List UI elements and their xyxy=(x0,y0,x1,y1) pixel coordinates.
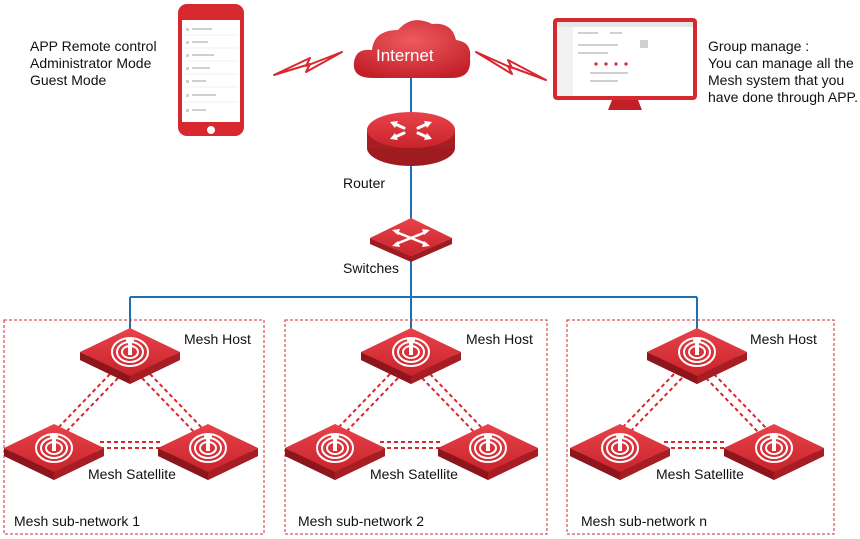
internet-cloud-icon xyxy=(353,20,471,78)
internet-label: Internet xyxy=(376,46,434,65)
mesh-host-label-n: Mesh Host xyxy=(750,331,817,347)
subnetwork-name-2: Mesh sub-network 2 xyxy=(298,513,425,529)
mesh-satellite-label-1: Mesh Satellite xyxy=(88,466,176,482)
router-label: Router xyxy=(343,175,386,191)
smartphone-icon xyxy=(178,4,244,136)
group-manage-text: Group manage : You can manage all the Me… xyxy=(708,38,858,106)
subnetwork-box-n xyxy=(566,319,835,535)
subnetwork-box-1 xyxy=(3,319,265,535)
mesh-host-n-icon xyxy=(646,327,748,385)
app-text: APP Remote control Administrator Mode Gu… xyxy=(30,38,157,89)
subnetwork-box-2 xyxy=(284,319,548,535)
switches-label: Switches xyxy=(343,260,400,276)
group-text-line-1: Group manage : xyxy=(708,38,810,54)
mesh-host-label-1: Mesh Host xyxy=(184,331,251,347)
subnetwork-name-n: Mesh sub-network n xyxy=(581,513,708,529)
router-icon xyxy=(367,112,455,166)
switch-icon xyxy=(370,218,452,262)
mesh-satellite-na-icon xyxy=(569,423,671,481)
wireless-bolt-right-icon xyxy=(475,51,547,81)
mesh-host-1-icon xyxy=(79,327,181,385)
mesh-satellite-label-2: Mesh Satellite xyxy=(370,466,458,482)
app-text-line-1: APP Remote control xyxy=(30,38,157,54)
wireless-bolt-left-icon xyxy=(273,51,343,76)
mesh-host-label-2: Mesh Host xyxy=(466,331,533,347)
subnetwork-name-1: Mesh sub-network 1 xyxy=(14,513,141,529)
mesh-host-2-icon xyxy=(360,327,462,385)
group-text-line-4: have done through APP. xyxy=(708,89,858,105)
group-text-line-2: You can manage all the xyxy=(708,55,854,71)
app-text-line-3: Guest Mode xyxy=(30,72,107,88)
group-text-line-3: Mesh system that you xyxy=(708,72,845,88)
mesh-satellite-label-n: Mesh Satellite xyxy=(656,466,744,482)
app-text-line-2: Administrator Mode xyxy=(30,55,152,71)
monitor-icon xyxy=(553,18,697,110)
